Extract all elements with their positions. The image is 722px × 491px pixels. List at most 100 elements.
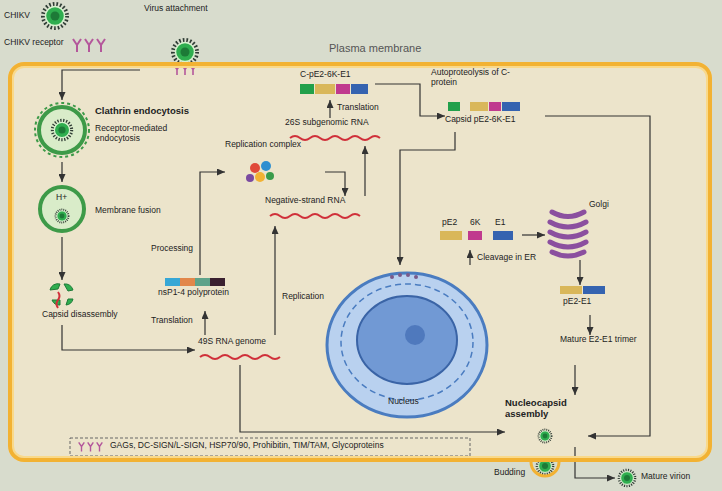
free-virus xyxy=(43,4,67,28)
flow-arrow xyxy=(204,311,205,335)
attached-virus xyxy=(173,40,197,64)
stage-node: Clathrin endocytosisReceptor-mediated en… xyxy=(30,100,205,162)
nucleolus xyxy=(405,325,425,345)
stage-node: Capsid pE2-6K-E1 xyxy=(445,100,545,132)
node-text: 26S subgenomic RNA xyxy=(285,118,369,128)
golgi-icon xyxy=(550,212,586,256)
subgenomic-rna-wave xyxy=(290,136,380,140)
cleaved-protein-blocks xyxy=(440,231,513,240)
edge-label: Cleavage in ER xyxy=(476,253,537,263)
receptor-icon xyxy=(85,39,93,52)
structural-polyprotein-blocks xyxy=(300,84,368,94)
clathrin-coat xyxy=(35,103,89,157)
node-text: Capsid pE2-6K-E1 xyxy=(445,115,515,125)
stage-node: Mature virion xyxy=(615,466,719,490)
node-text: nsP1-4 polyprotein xyxy=(158,288,229,298)
flow-arrow xyxy=(575,447,615,478)
capsid-fragments xyxy=(50,284,73,305)
callout-label: CHIKV receptor xyxy=(4,38,64,48)
flow-arrow xyxy=(364,146,365,196)
flow-arrow xyxy=(61,237,62,280)
receptor-icon xyxy=(174,65,180,75)
node-text: Nucleocapsid assembly xyxy=(505,398,585,420)
fusion-virus xyxy=(56,210,69,223)
stage-node: Capsid disassembly xyxy=(30,280,145,325)
stage-node: 49S RNA genome xyxy=(195,335,290,365)
flow-arrow xyxy=(579,260,580,285)
flow-arrow xyxy=(522,234,545,235)
node-text: Mature E2-E1 trimer xyxy=(560,335,638,345)
rna-genome-wave xyxy=(200,355,280,359)
flow-arrow xyxy=(589,315,590,335)
nucleus-body xyxy=(357,296,457,384)
legend-receptor-icon xyxy=(97,442,103,451)
node-text: Replication complex xyxy=(225,140,301,150)
stage-node: Mature E2-E1 trimer xyxy=(560,335,641,365)
node-text: C-pE2-6K-E1 xyxy=(300,70,351,80)
node-text: pE2 xyxy=(442,218,457,228)
flow-arrow xyxy=(240,365,505,432)
endoplasmic-reticulum xyxy=(327,273,487,417)
node-text: pE2-E1 xyxy=(563,297,591,307)
node-text: Nucleus xyxy=(388,397,419,407)
nsp-polyprotein-bar xyxy=(165,278,225,286)
node-text: Membrane fusion xyxy=(95,206,161,216)
released-rna xyxy=(57,292,60,308)
pe2-e1-blocks xyxy=(560,286,605,294)
node-text: Virus attachment xyxy=(144,4,208,14)
node-text: 6K xyxy=(470,218,480,228)
legend-text: GAGs, DC-SIGN/L-SIGN, HSP70/90, Prohibit… xyxy=(110,441,384,451)
replication-complex-icon xyxy=(246,161,274,182)
fusion-vesicle xyxy=(40,187,84,231)
receptor-icon xyxy=(182,65,188,75)
stage-node: 26S subgenomic RNA xyxy=(285,118,395,146)
cell-membrane: Plasma membraneClathrin endocytosisRecep… xyxy=(8,62,712,462)
flow-arrow xyxy=(274,226,275,335)
node-text: 49S RNA genome xyxy=(198,337,266,347)
flow-arrow xyxy=(329,100,330,118)
endosome-virus xyxy=(52,120,71,139)
cytoplasm xyxy=(8,62,712,462)
flow-arrow xyxy=(62,325,195,350)
stage-node: C-pE2-6K-E1 xyxy=(295,70,375,100)
flow-arrow xyxy=(574,365,575,395)
er-folds xyxy=(341,284,473,400)
node-text: Mature virion xyxy=(641,472,690,482)
mature-virion-icon xyxy=(619,470,635,486)
legend-receptor-icon xyxy=(88,442,94,451)
node-text: H+ xyxy=(56,193,67,203)
node-text: Golgi xyxy=(589,200,609,210)
stage-node: Golgi xyxy=(545,200,620,260)
edge-label: Replication xyxy=(281,292,325,302)
negative-rna-wave xyxy=(270,214,360,218)
receptor-icon xyxy=(190,65,196,75)
node-text: Clathrin endocytosis xyxy=(95,106,189,117)
stage-node: pE2-E1 xyxy=(555,285,615,315)
flow-arrow xyxy=(375,84,445,116)
stage-node: Nucleus xyxy=(320,265,495,425)
stage-node: Negative-strand RNA xyxy=(265,196,380,226)
flow-arrow xyxy=(469,250,470,265)
node-text: Plasma membrane xyxy=(329,42,421,55)
stage-node: Nucleocapsid assembly xyxy=(505,395,588,447)
receptor-icon xyxy=(97,39,105,52)
flow-arrow xyxy=(325,172,345,196)
stage-node: Replication complex xyxy=(225,140,325,188)
flow-arrow xyxy=(62,70,140,100)
legend-box xyxy=(70,438,470,456)
stage-node: H+ Membrane fusion xyxy=(30,182,180,237)
budding-membrane xyxy=(531,462,559,476)
endosome xyxy=(39,107,85,153)
legend-receptor-icon xyxy=(79,442,85,451)
edge-label: Autoproteolysis of C-protein xyxy=(430,68,522,88)
receptor-icon xyxy=(73,39,81,52)
node-text: Receptor-mediated endocytosis xyxy=(95,124,187,144)
edge-label: Translation xyxy=(150,316,194,326)
flow-arrow xyxy=(61,162,62,182)
callout-label: CHIKV xyxy=(4,11,30,21)
callout-label: Budding xyxy=(494,468,525,478)
stage-node: nsP1-4 polyprotein xyxy=(155,275,245,311)
